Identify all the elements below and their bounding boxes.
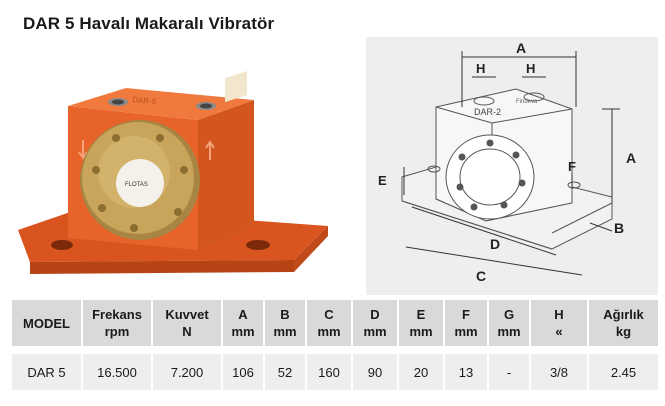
cell-a: 106: [222, 346, 265, 390]
dim-label-h-left: H: [476, 61, 485, 76]
dim-label-a-top: A: [516, 40, 526, 56]
cell-b: 52: [264, 346, 307, 390]
cell-e: 20: [398, 346, 445, 390]
product-photo: DAR-5 FLOTAS: [10, 40, 350, 295]
dim-label-f: F: [568, 159, 576, 174]
cell-f: 13: [444, 346, 489, 390]
body-model-label: DAR-5: [132, 95, 157, 107]
cell-frekans: 16.500: [82, 346, 153, 390]
cell-agirlik: 2.45: [588, 346, 658, 390]
cell-d: 90: [352, 346, 399, 390]
plate-label: FLOTAS: [125, 182, 148, 188]
diagram-brand-mark: Findeva: [516, 99, 538, 105]
dim-label-a-right: A: [626, 150, 636, 166]
header-model: MODEL: [12, 300, 83, 350]
table-row: DAR 5 16.500 7.200 106 52 160 90 20 13 -…: [12, 346, 658, 390]
page-title: DAR 5 Havalı Makaralı Vibratör: [23, 14, 275, 33]
dim-label-c: C: [476, 268, 486, 284]
cell-kuvvet: 7.200: [152, 346, 223, 390]
cell-model: DAR 5: [12, 346, 83, 390]
diagram-model-label: DAR-2: [474, 107, 501, 117]
dim-label-b: B: [614, 220, 624, 236]
cell-g: -: [488, 346, 531, 390]
dim-label-e: E: [378, 173, 387, 188]
header-h: H«: [530, 300, 589, 350]
dim-label-h-right: H: [526, 61, 535, 76]
dim-label-d: D: [490, 236, 500, 252]
cell-h: 3/8: [530, 346, 589, 390]
cell-c: 160: [306, 346, 353, 390]
dimension-diagram: A H H DAR-2 Findeva A E F B D C: [366, 37, 658, 295]
